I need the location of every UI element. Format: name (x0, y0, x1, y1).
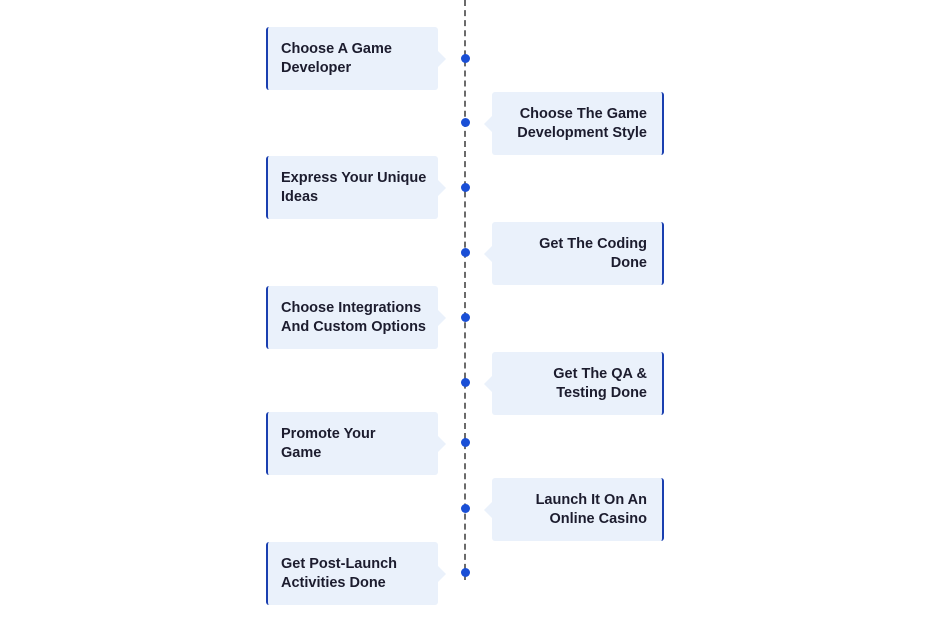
timeline-dot (461, 248, 470, 257)
timeline-dot (461, 54, 470, 63)
step-text-line: Choose A Game (281, 41, 392, 57)
step-card-5: Choose Integrations And Custom Options (266, 286, 446, 349)
timeline-line (464, 0, 466, 580)
timeline-dot (461, 313, 470, 322)
step-text-line: And Custom Options (281, 318, 426, 335)
step-card-4: Get The Coding Done (484, 222, 664, 285)
step-text-line: Online Casino (549, 510, 648, 527)
timeline-dot (461, 378, 470, 387)
step-text-line: Developer (281, 59, 352, 76)
step-card-3: Express Your Unique Ideas (266, 156, 446, 219)
timeline-dot (461, 504, 470, 513)
step-card-7: Promote Your Game (266, 412, 446, 475)
step-card-1: Choose A Game Developer (266, 27, 446, 90)
step-text-line: Get The Coding (539, 236, 647, 252)
step-text-line: Development Style (517, 124, 647, 141)
timeline-dot (461, 568, 470, 577)
step-text-line: Choose The Game (519, 106, 647, 122)
step-text-line: Get Post-Launch (281, 556, 398, 572)
timeline-dot (461, 438, 470, 447)
step-text-line: Ideas (281, 188, 319, 205)
step-text-line: Choose Integrations (281, 300, 422, 316)
step-card-6: Get The QA & Testing Done (484, 352, 664, 415)
timeline-dot (461, 118, 470, 127)
step-text-line: Promote Your (281, 426, 376, 442)
step-card-8: Launch It On An Online Casino (484, 478, 664, 541)
step-card-2: Choose The Game Development Style (484, 92, 664, 155)
step-card-9: Get Post-Launch Activities Done (266, 542, 446, 605)
step-text-line: Activities Done (281, 574, 386, 591)
step-text-line: Testing Done (556, 384, 647, 401)
step-text-line: Express Your Unique (281, 170, 427, 186)
step-text-line: Done (610, 254, 647, 271)
step-text-line: Get The QA & (553, 366, 647, 382)
timeline-dot (461, 183, 470, 192)
step-text-line: Launch It On An (535, 492, 647, 508)
step-text-line: Game (281, 444, 322, 461)
